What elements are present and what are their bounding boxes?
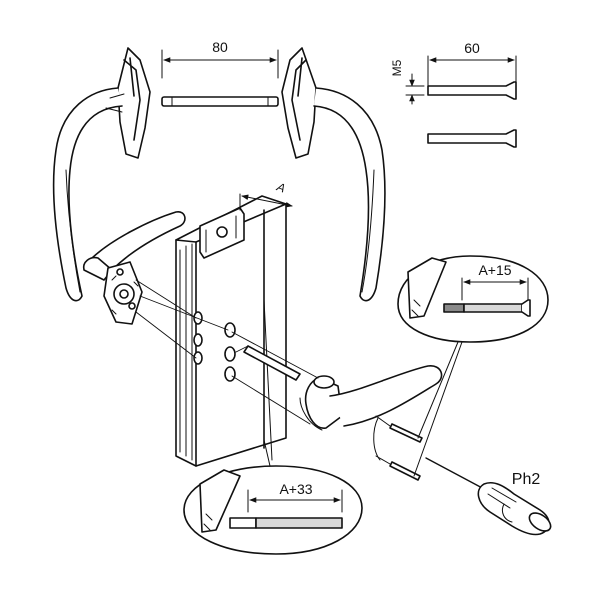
handle-right-view — [281, 47, 386, 302]
callout-spindle-length — [183, 439, 363, 555]
screw-thread-label: M5 — [390, 59, 404, 76]
phillips-screwdriver-icon — [425, 457, 552, 536]
screwdriver-label: Ph2 — [512, 471, 541, 488]
assembly-guide-lines — [135, 279, 319, 425]
handle-mounted-left — [82, 211, 186, 325]
spindle-length-label: 80 — [212, 39, 228, 55]
profile-depth-label: A — [274, 179, 287, 195]
screw-set — [405, 55, 517, 148]
spindle-80 — [161, 49, 279, 107]
screw-length-cut-label: A+15 — [478, 262, 511, 278]
mounting-screws — [373, 415, 423, 481]
handle-left-view — [52, 47, 151, 302]
handle-mounted-right — [243, 345, 443, 431]
window-profile — [175, 193, 293, 467]
screw-length-label: 60 — [464, 40, 480, 56]
spindle-length-cut-label: A+33 — [279, 481, 312, 497]
callout-screw-length — [397, 255, 549, 477]
